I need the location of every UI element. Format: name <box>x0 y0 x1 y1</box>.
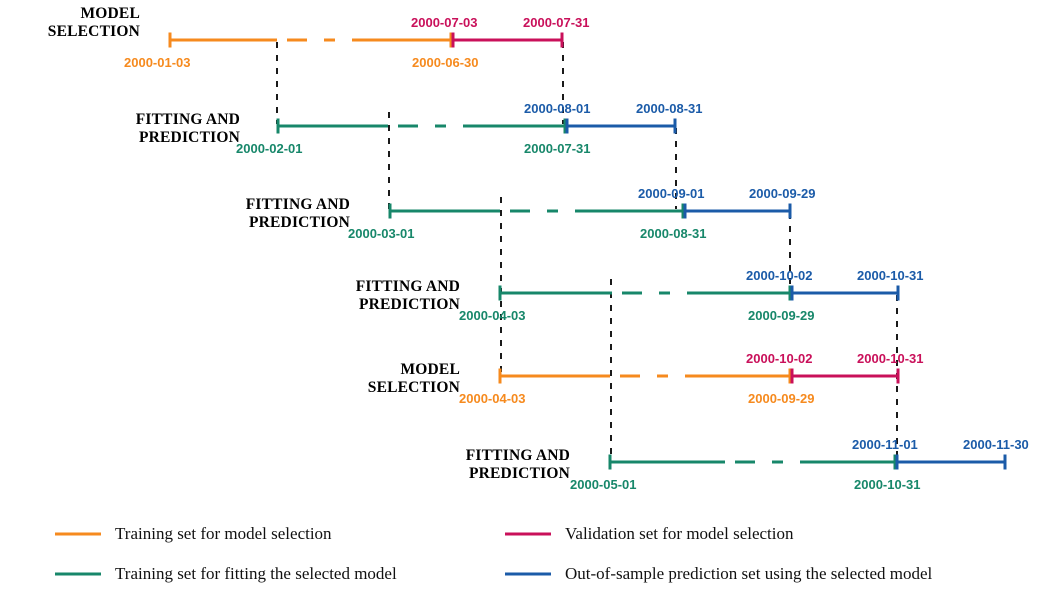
date-train-end-2: 2000-08-31 <box>640 226 707 241</box>
date-train-end-5: 2000-10-31 <box>854 477 921 492</box>
date-train-end-3: 2000-09-29 <box>748 308 815 323</box>
date-train-end-0: 2000-06-30 <box>412 55 479 70</box>
date-eval-end-3: 2000-10-31 <box>857 268 924 283</box>
row-label-model-selection-0: MODEL SELECTION <box>47 5 140 40</box>
date-eval-start-5: 2000-11-01 <box>852 437 918 452</box>
row-label-model-selection-4: MODEL SELECTION <box>367 361 460 396</box>
legend-label-validation-model-selection: Validation set for model selection <box>565 524 794 543</box>
legend-label-training-model-selection: Training set for model selection <box>115 524 332 543</box>
date-eval-end-5: 2000-11-30 <box>963 437 1029 452</box>
date-eval-start-1: 2000-08-01 <box>524 101 591 116</box>
date-train-end-1: 2000-07-31 <box>524 141 591 156</box>
date-eval-start-4: 2000-10-02 <box>746 351 813 366</box>
date-eval-end-1: 2000-08-31 <box>636 101 703 116</box>
row-label-fitting-prediction-2: FITTING AND PREDICTION <box>245 196 350 231</box>
date-train-start-1: 2000-02-01 <box>236 141 303 156</box>
timeline-segments-group <box>168 32 1007 470</box>
date-train-end-4: 2000-09-29 <box>748 391 815 406</box>
date-eval-start-3: 2000-10-02 <box>746 268 813 283</box>
legend-swatches-group <box>55 532 551 576</box>
date-train-start-4: 2000-04-03 <box>459 391 526 406</box>
row-label-fitting-prediction-1: FITTING AND PREDICTION <box>135 111 240 146</box>
date-train-start-3: 2000-04-03 <box>459 308 526 323</box>
date-eval-end-0: 2000-07-31 <box>523 15 590 30</box>
legend-label-out-of-sample-prediction: Out-of-sample prediction set using the s… <box>565 564 933 583</box>
date-eval-start-2: 2000-09-01 <box>638 186 705 201</box>
date-train-start-0: 2000-01-03 <box>124 55 191 70</box>
legend-label-training-fitting-selected-model: Training set for fitting the selected mo… <box>115 564 397 583</box>
date-eval-end-4: 2000-10-31 <box>857 351 924 366</box>
date-eval-end-2: 2000-09-29 <box>749 186 816 201</box>
row-label-fitting-prediction-3: FITTING AND PREDICTION <box>355 278 460 313</box>
date-eval-start-0: 2000-07-03 <box>411 15 478 30</box>
row-label-fitting-prediction-5: FITTING AND PREDICTION <box>465 447 570 482</box>
date-train-start-2: 2000-03-01 <box>348 226 415 241</box>
date-train-start-5: 2000-05-01 <box>570 477 637 492</box>
